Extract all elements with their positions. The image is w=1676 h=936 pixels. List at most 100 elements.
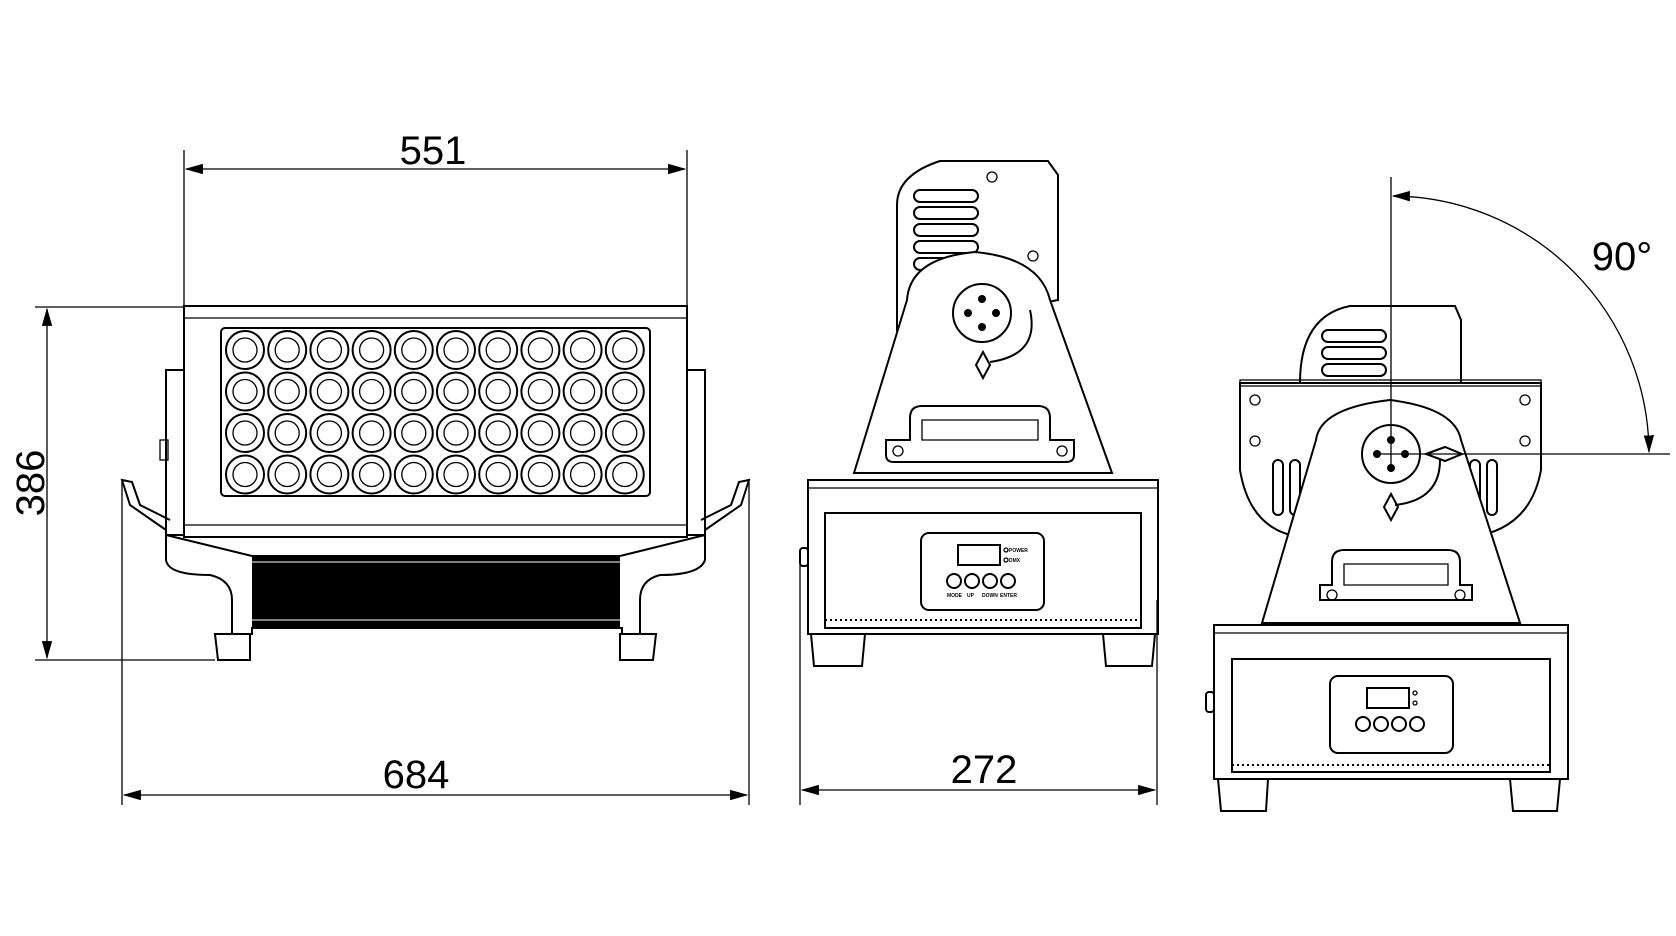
led-lens [358,337,385,363]
dimension-label-551: 551 [400,129,467,173]
dimension-tilt-angle: 90° [1380,177,1670,470]
led-lens [478,371,519,412]
led-lens [569,337,596,363]
led-lens [358,378,385,405]
led-lens [569,420,596,446]
button-label: UP [967,593,975,599]
led-lens [225,454,265,495]
led-lens [527,461,554,488]
led-lens [267,371,308,412]
led-lens [604,454,645,495]
led-lens [562,454,603,495]
led-lens [393,454,434,495]
led-lens [485,337,511,363]
led-lens [309,454,350,495]
led-lens [612,337,638,363]
led-lens [478,413,519,453]
led-lens [527,337,554,363]
led-lens [351,454,392,495]
led-lens [225,330,265,370]
dimension-depth: 272 [799,560,1158,805]
led-lens [569,378,596,405]
led-lens [436,371,476,412]
led-lens [401,378,427,405]
led-lens [612,461,638,488]
led-lens [436,454,476,495]
led-lens [436,413,476,453]
dimension-width-overall: 684 [121,480,750,805]
led-lens [393,413,434,453]
led-lens [485,378,511,405]
led-lens [232,337,258,363]
led-lens [393,371,434,412]
led-lens [478,454,519,495]
led-lens [316,420,343,446]
led-lens [401,420,427,446]
indicator-label: DMX [1009,558,1021,564]
led-lens [443,378,469,405]
led-lens [274,337,300,363]
led-lens [401,461,427,488]
led-lens [316,461,343,488]
led-lens [443,337,469,363]
led-lens [604,371,645,412]
led-lens [612,378,638,405]
led-lens [393,330,434,370]
led-lens [604,330,645,370]
led-lens [520,330,561,370]
tilt-view [1205,305,1569,812]
led-lens [520,371,561,412]
led-lens [478,330,519,370]
led-lens [562,330,603,370]
led-array [225,330,645,495]
led-lens [612,420,638,446]
led-lens [232,420,258,446]
panel-labels: POWER DMX MODE UP DOWN ENTER [947,548,1028,599]
led-lens [309,371,350,412]
led-lens [520,413,561,453]
led-lens [604,413,645,453]
led-lens [267,413,308,453]
led-lens [358,420,385,446]
led-lens [351,413,392,453]
led-lens [527,378,554,405]
led-lens [309,413,350,453]
led-lens [443,461,469,488]
led-lens [520,454,561,495]
led-lens [401,337,427,363]
button-label: MODE [947,593,963,599]
led-lens [316,337,343,363]
control-panel-tilted-view [1329,675,1454,754]
led-lens [358,461,385,488]
led-lens [569,461,596,488]
led-lens [316,378,343,405]
led-lens [436,330,476,370]
dimension-label-386: 386 [9,450,53,517]
dimension-label-684: 684 [383,753,450,797]
button-label: DOWN [982,593,998,599]
side-view [799,160,1159,667]
led-lens [225,413,265,453]
button-label: ENTER [1000,593,1017,599]
led-lens [225,371,265,412]
led-lens [274,378,300,405]
led-lens [232,461,258,488]
dimension-width-top: 551 [183,129,688,306]
dimension-label-272: 272 [951,748,1018,792]
led-lens [443,420,469,446]
led-lens [274,461,300,488]
led-lens [485,420,511,446]
led-lens [562,371,603,412]
led-lens [562,413,603,453]
led-lens [267,330,308,370]
led-lens [485,461,511,488]
indicator-label: POWER [1009,548,1028,554]
dimension-height: 386 [9,306,215,661]
dimension-label-90-degrees: 90° [1592,235,1653,279]
led-lens [309,330,350,370]
led-lens [274,420,300,446]
led-lens [351,371,392,412]
led-lens [267,454,308,495]
front-view [120,305,751,661]
